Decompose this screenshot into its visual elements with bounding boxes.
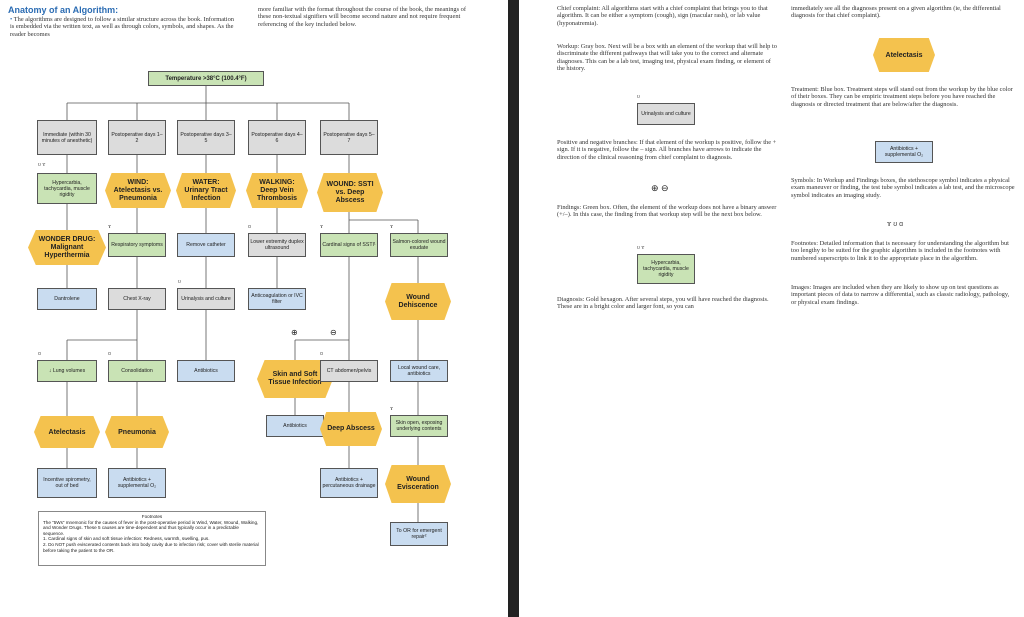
footnotes-box: Footnotes The “5Ws” mnemonic for the cau… [38, 511, 266, 566]
ct-abdomen-box: CT abdomen/pelvis [320, 360, 378, 382]
workup-text: Workup: Gray box. Next will be a box wit… [557, 43, 777, 72]
to-or-box: To OR for emergent repair² [390, 522, 448, 546]
salmon-exudate-box: Salmon-colored wound exudate [390, 233, 448, 257]
remove-catheter-box: Remove catheter [177, 233, 235, 257]
period-days-3-5-box: Postoperative days 3–5 [177, 120, 235, 155]
antibiotics-box: Antibiotics [177, 360, 235, 382]
anticoagulation-box: Anticoagulation or IVC filter [248, 288, 306, 310]
dx-wound-evisceration-hexagon: Wound Evisceration [385, 465, 451, 503]
stethoscope-test-tube-icon: ʊ ɤ [38, 162, 46, 168]
intro-text-col1: • The algorithms are designed to follow … [10, 16, 234, 38]
period-days-1-2-box: Postoperative days 1–2 [108, 120, 166, 155]
cardinal-signs-box: Cardinal signs of SSTI¹ [320, 233, 378, 257]
negative-branch-icon: ⊖ [330, 328, 337, 337]
skin-open-box: Skin open, exposing underlying contents [390, 415, 448, 437]
images-text: Images: Images are included when they ar… [791, 284, 1010, 306]
page-gutter [508, 0, 519, 617]
dx-pneumonia-hexagon: Pneumonia [105, 416, 169, 448]
left-page: Anatomy of an Algorithm: • The algorithm… [0, 0, 508, 617]
flowchart-connectors [66, 86, 419, 522]
dx-wonder-drug-hexagon: WONDER DRUG: Malignant Hyperthermia [28, 230, 106, 265]
stethoscope-test-tube-icon: ʊ ɤ [637, 245, 645, 251]
dx-walking-hexagon: WALKING: Deep Vein Thrombosis [246, 173, 308, 208]
lung-volumes-box: ↓ Lung volumes [37, 360, 97, 382]
dx-example-hexagon: Atelectasis [873, 38, 935, 72]
microscope-icon: ɑ [108, 351, 111, 357]
antibiotics-sst-box: Antibiotics [266, 415, 324, 437]
dantrolene-box: Dantrolene [37, 288, 97, 310]
intro-col1-text: The algorithms are designed to follow a … [10, 16, 234, 38]
col2-top-text: immediately see all the diagnoses presen… [791, 5, 1001, 20]
finding-hypercarbia-box: Hypercarbia, tachycardia, muscle rigidit… [37, 173, 97, 204]
symbols-text: Symbols: In Workup and Findings boxes, t… [791, 177, 1015, 199]
findings-text: Findings: Green box. Often, the element … [557, 204, 777, 219]
positive-branch-icon: ⊕ [291, 328, 298, 337]
posneg-text: Positive and negative branches: If that … [557, 139, 777, 161]
diagnosis-text: Diagnosis: Gold hexagon. After several s… [557, 296, 769, 311]
urinalysis-box: Urinalysis and culture [177, 288, 235, 310]
test-tube-icon: ʊ [178, 279, 181, 285]
test-tube-icon: ʊ [637, 94, 640, 100]
period-days-4-6-box: Postoperative days 4–6 [248, 120, 306, 155]
treatment-text: Treatment: Blue box. Treatment steps wil… [791, 86, 1013, 108]
stethoscope-icon: ɤ [390, 406, 394, 412]
dx-wind-hexagon: WIND: Atelectasis vs. Pneumonia [105, 173, 171, 208]
footnotes-text: Footnotes: Detailed information that is … [791, 240, 1009, 262]
findings-example-box: Hypercarbia, tachycardia, muscle rigidit… [637, 254, 695, 284]
chief-complaint-box: Temperature >38°C (100.4°F) [148, 71, 264, 86]
symbol-icons: ɤ ʊ ɑ [887, 221, 904, 228]
le-duplex-box: Lower extremity duplex ultrasound [248, 233, 306, 257]
footnote-1: 1. Cardinal signs of skin and soft tissu… [43, 536, 210, 542]
page-title: Anatomy of an Algorithm: [8, 5, 119, 15]
dx-deep-abscess-hexagon: Deep Abscess [320, 412, 382, 446]
chest-xray-box: Chest X-ray [108, 288, 166, 310]
intro-text-col2: more familiar with the format throughout… [258, 6, 466, 28]
abx-o2-box: Antibiotics + supplemental O₂ [108, 468, 166, 498]
microscope-icon: ɑ [38, 351, 41, 357]
consolidation-box: Consolidation [108, 360, 166, 382]
footnotes-title: Footnotes [141, 514, 163, 519]
incentive-spirometry-box: Incentive spirometry, out of bed [37, 468, 97, 498]
dx-wound-dehiscence-hexagon: Wound Dehiscence [385, 283, 451, 320]
local-wound-care-box: Local wound care, antibiotics [390, 360, 448, 382]
tx-example-box: Antibiotics + supplemental O₂ [875, 141, 933, 163]
right-page: Chief complaint: All algorithms start wi… [519, 0, 1024, 617]
chief-complaint-text: Chief complaint: All algorithms start wi… [557, 5, 768, 27]
dx-water-hexagon: WATER: Urinary Tract Infection [176, 173, 236, 208]
abx-drainage-box: Antibiotics + percutaneous drainage [320, 468, 378, 498]
footnote-mnemonic: The “5Ws” mnemonic for the causes of fev… [43, 519, 259, 536]
dx-atelectasis-hexagon: Atelectasis [34, 416, 100, 448]
positive-negative-icons: ⊕ ⊖ [651, 183, 669, 193]
footnote-2: 2. Do NOT push eviscerated contents back… [43, 541, 259, 553]
workup-example-box: Urinalysis and culture [637, 103, 695, 125]
period-immediate-box: Immediate (within 30 minutes of anesthet… [37, 120, 97, 155]
bullet-icon: • [10, 16, 14, 23]
microscope-icon: ɑ [248, 224, 251, 230]
stethoscope-icon: ɤ [390, 224, 394, 230]
stethoscope-icon: ɤ [108, 224, 112, 230]
stethoscope-icon: ɤ [320, 224, 324, 230]
period-days-5-7-box: Postoperative days 5–7 [320, 120, 378, 155]
dx-wound-hexagon: WOUND: SSTI vs. Deep Abscess [317, 173, 383, 212]
respiratory-symptoms-box: Respiratory symptoms [108, 233, 166, 257]
microscope-icon: ɑ [320, 351, 323, 357]
